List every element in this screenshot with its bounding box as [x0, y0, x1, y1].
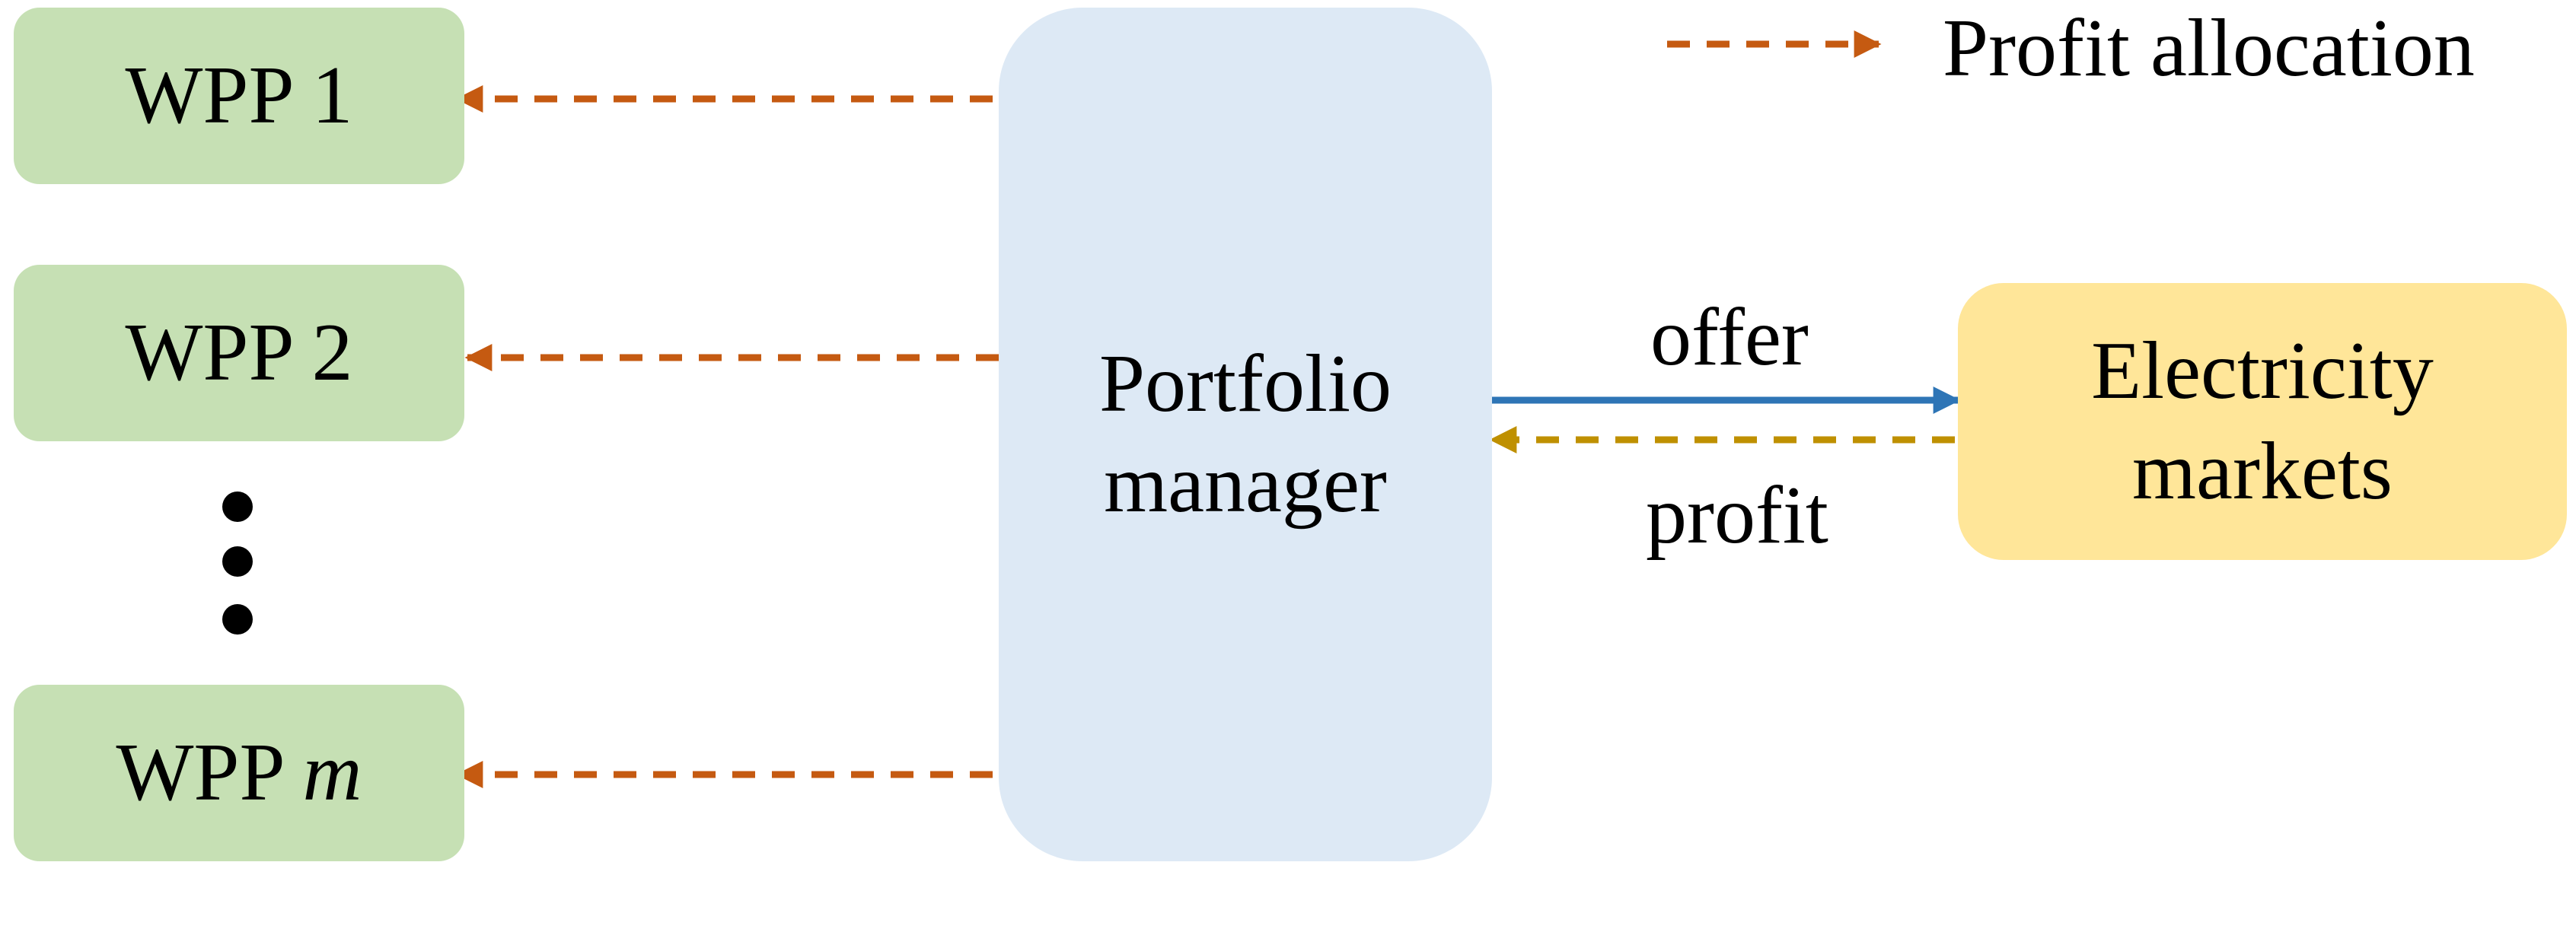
- ellipsis-dot: [222, 491, 253, 522]
- wpp-1-box: WPP 1: [14, 8, 464, 184]
- legend-label: Profit allocation: [1943, 3, 2475, 94]
- wpp-2-label: WPP 2: [125, 307, 353, 398]
- portfolio-manager-line2: manager: [1104, 439, 1387, 530]
- electricity-markets-line2: markets: [2132, 426, 2393, 517]
- profit-label: profit: [1646, 470, 1828, 561]
- portfolio-manager-line1: Portfolio: [1098, 339, 1392, 430]
- ellipsis-dot: [222, 604, 253, 635]
- wpp-m-box: WPP m: [14, 685, 464, 861]
- electricity-markets-line1: Electricity: [2091, 326, 2434, 417]
- electricity-markets-box: Electricity markets: [1958, 283, 2567, 560]
- wpp-1-label: WPP 1: [125, 50, 353, 141]
- wpp-m-variable: m: [302, 727, 362, 818]
- wpp-m-label: WPP m: [116, 732, 362, 814]
- portfolio-manager-box: Portfolio manager: [999, 8, 1492, 861]
- wpp-2-box: WPP 2: [14, 265, 464, 441]
- ellipsis-dot: [222, 546, 253, 577]
- wpp-m-prefix: WPP: [116, 727, 303, 818]
- offer-label: offer: [1650, 292, 1809, 383]
